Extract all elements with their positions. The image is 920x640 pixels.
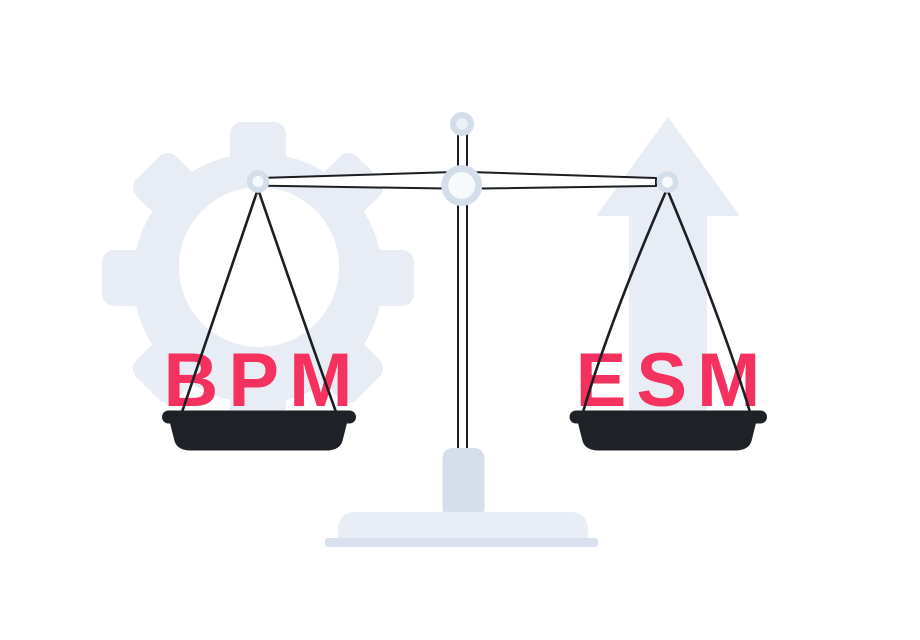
arrow-up-icon xyxy=(596,117,740,412)
gear-hole xyxy=(179,187,339,347)
base-column xyxy=(442,448,485,518)
left-pan-string-right xyxy=(256,187,338,414)
right-pan xyxy=(569,410,767,451)
right-pivot-center xyxy=(662,176,673,188)
left-pan xyxy=(162,410,356,451)
base-plate xyxy=(325,538,598,547)
pan-strings xyxy=(180,187,752,414)
right-pan-string-left xyxy=(581,187,669,414)
fulcrum-center xyxy=(448,172,476,199)
left-pan-bowl xyxy=(170,423,347,451)
scale-base xyxy=(325,448,598,547)
left-pan-bar xyxy=(162,410,356,424)
right-pan-string-right xyxy=(665,187,752,414)
top-knob xyxy=(450,112,474,136)
right-pan-bowl xyxy=(578,423,756,451)
right-pan-bar xyxy=(569,410,767,424)
base-mound xyxy=(338,512,588,540)
left-pivot-center xyxy=(252,176,264,187)
left-pan-string-left xyxy=(180,187,260,414)
top-knob-center xyxy=(456,118,468,130)
right-pivot xyxy=(656,171,679,193)
scale-fulcrum xyxy=(441,165,483,206)
bpm-label: BPM xyxy=(164,338,363,423)
left-pivot xyxy=(246,170,270,193)
